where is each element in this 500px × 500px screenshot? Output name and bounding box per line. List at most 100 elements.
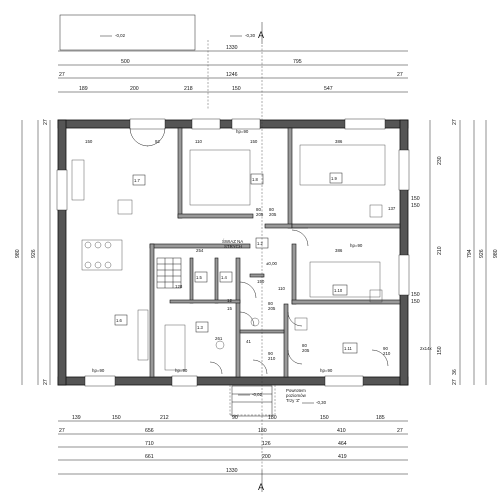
section-mark-top: A [258,30,264,40]
svg-text:hp=90: hp=90 [350,243,363,248]
svg-text:80: 80 [256,207,261,212]
svg-text:80: 80 [269,207,274,212]
svg-text:hp=90: hp=90 [236,129,249,134]
entrance-steps [231,385,273,417]
level-entrance: -0,02 [252,392,263,397]
svg-text:926: 926 [31,249,37,258]
svg-text:poziomów: poziomów [286,393,307,398]
section-mark-bottom: A [258,482,264,492]
svg-text:205: 205 [269,212,277,217]
svg-text:1.9: 1.9 [331,176,337,181]
svg-text:hp=90: hp=90 [320,368,333,373]
svg-text:Trzy 'Z': Trzy 'Z' [286,398,300,403]
interior-measurements: 150 92 110 150 386 386 137 254 12 15 150… [85,139,433,351]
svg-text:27: 27 [452,379,458,385]
staircase [156,257,182,289]
svg-text:27: 27 [59,428,65,434]
svg-text:500: 500 [121,59,130,65]
overhead-lines [207,40,276,470]
svg-text:90: 90 [383,346,388,351]
top-dimensions: 1330 500 795 27 1246 27 189 200 218 150 … [58,45,408,93]
svg-text:210: 210 [437,246,443,255]
svg-text:128: 128 [175,284,183,289]
svg-text:150: 150 [411,299,420,305]
attic-note: ŚWIAZ NA STRYCH [222,239,243,249]
level-top-right: -0,30 [245,33,256,38]
svg-text:139: 139 [72,415,81,421]
svg-text:230: 230 [437,156,443,165]
door-swings [129,127,389,375]
svg-text:547: 547 [324,86,333,92]
svg-text:189: 189 [79,86,88,92]
svg-text:386: 386 [335,248,343,253]
svg-text:15: 15 [227,306,232,311]
svg-text:90: 90 [232,415,238,421]
svg-text:ŚWIAZ NA: ŚWIAZ NA [222,239,243,244]
svg-text:150: 150 [257,279,265,284]
svg-text:1.4: 1.4 [221,275,227,280]
svg-text:661: 661 [145,454,154,460]
svg-text:1.10: 1.10 [334,288,343,293]
svg-text:hp=90: hp=90 [92,368,105,373]
svg-text:1246: 1246 [226,72,238,78]
svg-text:180: 180 [258,428,267,434]
svg-text:92: 92 [155,139,160,144]
svg-text:27: 27 [43,119,49,125]
svg-text:1.8: 1.8 [252,177,258,182]
svg-text:205: 205 [302,348,310,353]
svg-text:27: 27 [59,72,65,78]
svg-text:150: 150 [437,346,443,355]
window-height-labels: hp=90 hp=90 hp=90 hp=90 hp=90 [92,129,363,373]
furniture [71,144,386,371]
svg-text:150: 150 [232,86,241,92]
svg-text:36: 36 [452,369,458,375]
svg-text:254: 254 [196,248,204,253]
svg-text:hp=90: hp=90 [175,368,188,373]
svg-text:80: 80 [268,301,273,306]
svg-text:218: 218 [184,86,193,92]
svg-text:126: 126 [262,441,271,447]
svg-text:27: 27 [397,72,403,78]
svg-text:180: 180 [268,415,277,421]
svg-text:205: 205 [268,306,276,311]
svg-text:1.2: 1.2 [257,241,263,246]
svg-text:80: 80 [302,343,307,348]
svg-text:27: 27 [452,119,458,125]
svg-text:210: 210 [268,356,276,361]
svg-text:STRYCH: STRYCH [224,244,242,249]
svg-text:150: 150 [411,292,420,298]
svg-text:1.11: 1.11 [344,346,353,351]
svg-text:150: 150 [112,415,121,421]
entrance-note: Powrotem poziomów Trzy 'Z' [286,388,307,403]
room-labels: 1.7 1.8 1.9 1.2 1.3 1.4 1.5 1.6 1.10 1.1… [114,172,358,354]
svg-text:1330: 1330 [226,468,238,474]
svg-text:926: 926 [479,249,485,258]
svg-text:150: 150 [320,415,329,421]
svg-text:261: 261 [215,336,223,341]
svg-text:150: 150 [411,196,420,202]
svg-text:90: 90 [268,351,273,356]
svg-text:185: 185 [376,415,385,421]
svg-text:150: 150 [250,139,258,144]
svg-text:12: 12 [227,298,232,303]
svg-text:137: 137 [388,206,396,211]
svg-text:1.7: 1.7 [134,178,140,183]
svg-text:419: 419 [338,454,347,460]
svg-text:710: 710 [145,441,154,447]
bottom-dimensions: 139 150 212 90 180 150 185 27 656 180 41… [58,415,408,475]
svg-text:795: 795 [293,59,302,65]
right-dimensions: 27 230 150 150 210 150 150 150 36 27 794… [411,119,499,385]
svg-text:Powrotem: Powrotem [286,388,306,393]
interior-walls [149,127,401,378]
svg-text:110: 110 [195,139,203,144]
left-dimensions: 27 926 980 27 [15,119,51,385]
floor-level: ±0,00 [266,261,278,266]
svg-text:980: 980 [493,249,499,258]
svg-text:1.3: 1.3 [197,325,203,330]
svg-text:1330: 1330 [226,45,238,51]
svg-text:980: 980 [15,249,21,258]
svg-text:41: 41 [246,339,251,344]
svg-text:150: 150 [411,203,420,209]
svg-text:1.5: 1.5 [196,275,202,280]
